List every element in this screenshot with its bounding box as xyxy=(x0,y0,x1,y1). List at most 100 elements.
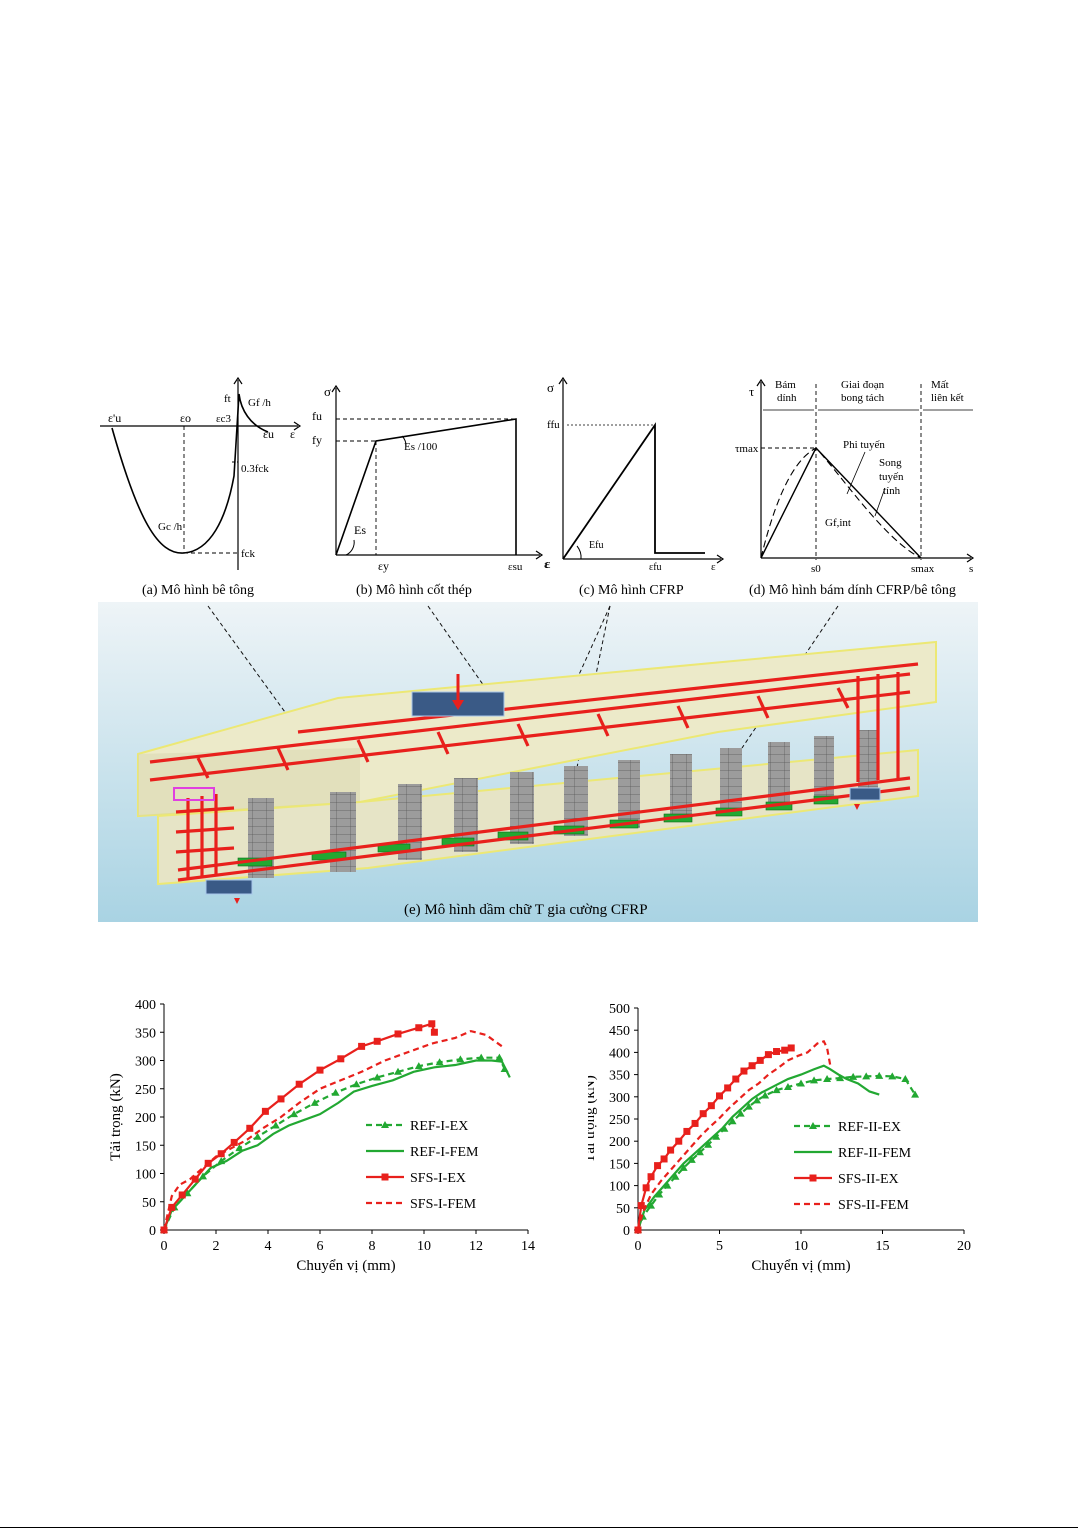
label-mat: Mất xyxy=(931,379,949,391)
series-line-sfs-i-fem xyxy=(162,1029,503,1231)
label-eps-c: ε xyxy=(545,556,551,571)
y-tick-label: 350 xyxy=(135,1026,156,1041)
y-tick-label: 500 xyxy=(609,1002,630,1017)
caption-e: (e) Mô hình dầm chữ T gia cường CFRP xyxy=(404,902,648,918)
label-eu-prime: ε'u xyxy=(108,411,121,425)
x-axis-label: Chuyển vị (mm) xyxy=(296,1258,395,1274)
y-tick-label: 350 xyxy=(609,1069,630,1084)
data-point-sfs-ii-ex xyxy=(764,1051,772,1059)
data-point-sfs-i-ex xyxy=(277,1095,285,1103)
data-point-sfs-i-ex xyxy=(246,1124,254,1132)
data-point-sfs-ii-ex xyxy=(642,1184,650,1192)
x-tick-label: 0 xyxy=(161,1239,168,1254)
data-point-sfs-ii-ex xyxy=(699,1110,707,1118)
label-sigma-c: σ xyxy=(547,380,554,395)
y-tick-label: 50 xyxy=(142,1196,156,1211)
data-point-sfs-ii-ex xyxy=(667,1146,675,1154)
y-tick-label: 450 xyxy=(609,1024,630,1039)
data-point-sfs-i-ex xyxy=(191,1175,199,1183)
x-tick-label: 15 xyxy=(876,1239,890,1254)
x-axis-label: Chuyển vị (mm) xyxy=(751,1258,850,1274)
panel-c-cfrp-model: σ ffu Efu εfu ε ε (c) Mô hình CFRP xyxy=(545,376,725,598)
y-tick-label: 400 xyxy=(609,1046,630,1061)
x-tick-label: 10 xyxy=(794,1239,808,1254)
data-point-sfs-ii-ex xyxy=(691,1119,699,1127)
data-point-ref-i-ex xyxy=(495,1053,504,1061)
x-tick-label: 4 xyxy=(265,1239,272,1254)
data-point-sfs-ii-ex xyxy=(732,1075,740,1083)
x-tick-label: 8 xyxy=(369,1239,376,1254)
data-point-ref-ii-ex xyxy=(744,1102,753,1110)
legend-label: REF-II-FEM xyxy=(838,1146,912,1161)
data-point-ref-i-ex xyxy=(456,1055,465,1063)
data-point-ref-ii-ex xyxy=(862,1072,871,1080)
data-point-sfs-ii-ex xyxy=(748,1062,756,1070)
y-tick-label: 150 xyxy=(135,1139,156,1154)
data-point-sfs-i-ex xyxy=(358,1042,366,1050)
data-point-ref-ii-ex xyxy=(911,1090,920,1098)
caption-c: (c) Mô hình CFRP xyxy=(579,583,684,598)
data-point-sfs-i-ex xyxy=(430,1028,438,1036)
series-line-sfs-ii-fem xyxy=(636,1039,832,1231)
label-efu: εfu xyxy=(649,562,662,573)
data-point-sfs-ii-ex xyxy=(740,1067,748,1075)
data-point-sfs-ii-ex xyxy=(654,1162,662,1170)
panel-e-beam-model: (e) Mô hình dầm chữ T gia cường CFRP xyxy=(98,602,978,922)
label-gf: Gf /h xyxy=(248,397,271,409)
y-tick-label: 150 xyxy=(609,1157,630,1172)
label-fck: fck xyxy=(241,548,256,560)
legend-label: SFS-II-FEM xyxy=(838,1198,909,1213)
data-point-ref-ii-ex xyxy=(647,1201,656,1209)
data-point-ref-ii-ex xyxy=(671,1172,680,1180)
data-point-sfs-ii-ex xyxy=(637,1202,645,1210)
data-point-sfs-i-ex xyxy=(168,1203,176,1211)
x-tick-label: 14 xyxy=(521,1239,535,1254)
steel-reinforcement xyxy=(149,662,919,882)
label-ec3: εc3 xyxy=(216,413,232,425)
label-song: Song xyxy=(879,457,902,469)
y-tick-label: 250 xyxy=(135,1083,156,1098)
y-tick-label: 400 xyxy=(135,998,156,1013)
y-tick-label: 250 xyxy=(609,1113,630,1128)
data-point-ref-ii-ex xyxy=(849,1072,858,1080)
data-point-ref-ii-ex xyxy=(752,1096,761,1104)
data-point-sfs-ii-ex xyxy=(675,1137,683,1145)
data-point-sfs-i-ex xyxy=(373,1037,381,1045)
support-left xyxy=(205,879,253,895)
data-point-ref-ii-ex xyxy=(728,1117,737,1125)
series-line-ref-ii-fem xyxy=(636,1064,880,1231)
label-gc: Gc /h xyxy=(158,521,183,533)
legend-label: SFS-I-EX xyxy=(410,1171,466,1186)
y-tick-label: 100 xyxy=(609,1180,630,1195)
label-s: s xyxy=(969,563,973,575)
data-point-ref-ii-ex xyxy=(783,1083,792,1091)
data-point-ref-ii-ex xyxy=(704,1140,713,1148)
series-line-sfs-i-ex xyxy=(162,1022,436,1231)
data-point-ref-i-ex xyxy=(290,1110,298,1118)
data-point-ref-i-ex xyxy=(331,1088,340,1096)
data-point-sfs-i-ex xyxy=(178,1191,186,1199)
panel-b-steel-model: σ fu fy Es /100 Es εy εsu ε (b) Mô hình … xyxy=(312,384,548,598)
panel-a-concrete-model: ε'u εo εc3 ft Gf /h εu ε 0.3fck Gc /h fc… xyxy=(100,376,302,598)
data-point-ref-i-ex xyxy=(373,1073,382,1081)
data-point-sfs-i-ex xyxy=(261,1107,269,1115)
page-footer-rule xyxy=(0,1527,1078,1528)
data-point-ref-ii-ex xyxy=(836,1074,845,1082)
data-point-ref-i-ex xyxy=(394,1067,402,1075)
data-point-sfs-i-ex xyxy=(316,1066,324,1074)
label-sigma: σ xyxy=(324,384,331,399)
x-tick-label: 10 xyxy=(417,1239,431,1254)
caption-d: (d) Mô hình bám dính CFRP/bê tông xyxy=(749,583,956,598)
legend-marker xyxy=(381,1121,389,1128)
x-tick-label: 12 xyxy=(469,1239,483,1254)
label-eu: εu xyxy=(263,427,274,441)
data-point-sfs-ii-ex xyxy=(724,1084,732,1092)
label-s0: s0 xyxy=(811,563,821,575)
series-line-sfs-ii-ex xyxy=(636,1046,792,1231)
data-point-ref-ii-ex xyxy=(772,1086,781,1094)
legend-marker xyxy=(809,1174,817,1182)
label-bam: Bám xyxy=(775,379,796,391)
caption-a: (a) Mô hình bê tông xyxy=(142,583,254,598)
